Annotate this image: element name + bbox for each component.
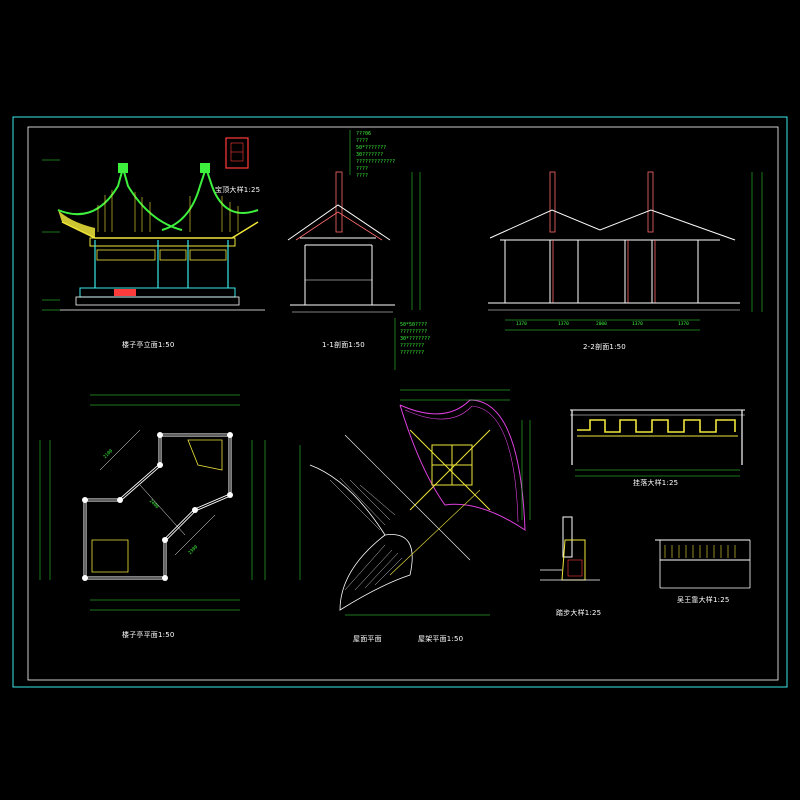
title-elevation: 楼子亭立面1:50 bbox=[122, 341, 175, 349]
title-section-11: 1-1剖面1:50 bbox=[322, 341, 365, 349]
railing-detail bbox=[570, 409, 745, 477]
bench-detail bbox=[655, 539, 751, 589]
note-line: ???? bbox=[356, 138, 369, 144]
note-line: ????????? bbox=[400, 329, 428, 335]
dim-22-c: 2000 bbox=[596, 322, 607, 327]
note-line: ????????????? bbox=[356, 159, 396, 165]
roof-plan-drawing bbox=[299, 389, 531, 616]
plan-drawing bbox=[39, 394, 266, 611]
note-line: 50*??????? bbox=[356, 145, 387, 151]
outer-border bbox=[12, 116, 788, 688]
section-11-notes: ???06 ???? 50*??????? 30??????? ????????… bbox=[356, 131, 395, 180]
title-bench: 吴王靠大样1:25 bbox=[677, 596, 730, 604]
title-step: 踏步大样1:25 bbox=[556, 609, 602, 617]
elevation-drawing bbox=[42, 159, 265, 311]
note-line: ???????? bbox=[400, 343, 425, 349]
note-line: 30??????? bbox=[356, 152, 384, 158]
step-detail bbox=[540, 516, 600, 581]
section-11-lower-notes: 50*50???? ????????? 30*??????? ???????? … bbox=[400, 322, 430, 357]
title-plan: 楼子亭平面1:50 bbox=[122, 631, 175, 639]
note-line: 30*??????? bbox=[400, 336, 431, 342]
dim-22-d: 1370 bbox=[632, 322, 643, 327]
title-roof-plan: 屋面平面 bbox=[353, 635, 382, 643]
note-line: 50*50???? bbox=[400, 322, 428, 328]
note-line: ???? bbox=[356, 166, 369, 172]
inner-border bbox=[27, 126, 779, 681]
note-line: ???06 bbox=[356, 131, 372, 137]
section-22-drawing bbox=[488, 171, 763, 331]
dim-22-a: 1370 bbox=[516, 322, 527, 327]
title-railing: 挂落大样1:25 bbox=[633, 479, 679, 487]
dim-22-e: 1370 bbox=[678, 322, 689, 327]
dim-22-b: 1370 bbox=[558, 322, 569, 327]
note-line: ???????? bbox=[400, 350, 425, 356]
section-11-drawing bbox=[287, 130, 421, 370]
finial-detail bbox=[225, 137, 249, 169]
title-section-22: 2-2剖面1:50 bbox=[583, 343, 626, 351]
title-finial: 宝顶大样1:25 bbox=[215, 186, 261, 194]
note-line: ???? bbox=[356, 173, 369, 179]
title-roof-frame: 屋架平面1:50 bbox=[418, 635, 464, 643]
